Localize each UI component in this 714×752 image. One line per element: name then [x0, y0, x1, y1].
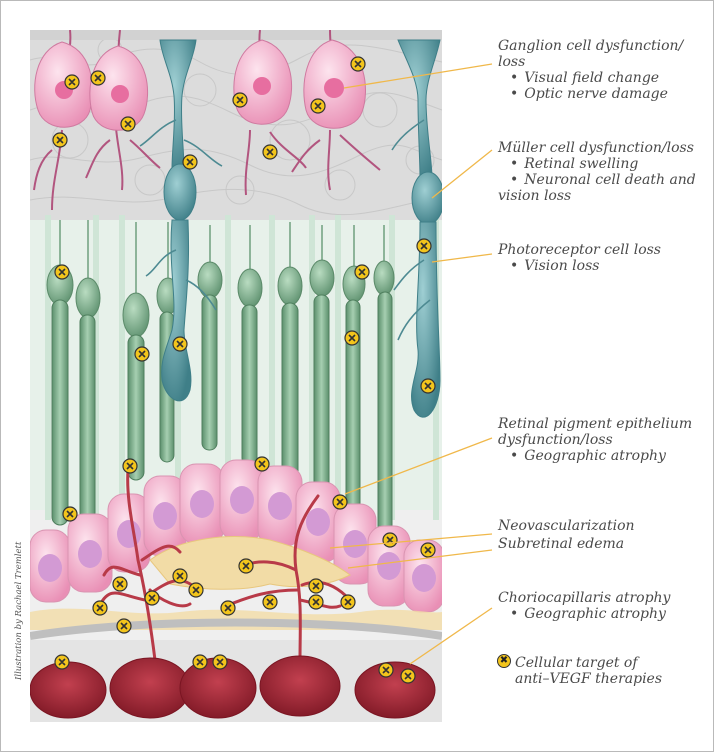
label-muller-bullet-2: Neuronal cell death and	[498, 172, 696, 188]
legend: Cellular target of anti–VEGF therapies	[515, 655, 662, 687]
label-rpe: Retinal pigment epithelium dysfunction/l…	[498, 416, 692, 464]
label-photoreceptor-bullet-1: Vision loss	[498, 258, 661, 274]
label-neovascularization: Neovascularization	[498, 518, 635, 534]
ganglion-cells	[33, 30, 381, 211]
label-rpe-title: Retinal pigment epithelium	[498, 416, 693, 432]
label-muller-tail: vision loss	[498, 188, 572, 204]
callout-ganglion	[343, 63, 493, 89]
choriocapillaris-vessels	[30, 655, 436, 719]
inner-retina-band	[30, 30, 442, 220]
callout-lines	[329, 63, 493, 665]
label-muller-bullet-1: Retinal swelling	[498, 156, 696, 172]
callout-neovascularization	[329, 533, 493, 549]
label-ganglion-bullet-2: Optic nerve damage	[498, 86, 683, 102]
label-neovascularization-title: Neovascularization	[498, 518, 635, 534]
rpe-nuclei	[38, 486, 436, 592]
label-choriocapillaris: Choriocapillaris atrophy Geographic atro…	[498, 590, 670, 622]
target-marker-crosses	[56, 60, 432, 680]
callout-choriocapillaris	[409, 607, 493, 665]
label-ganglion-title-2: loss	[498, 54, 526, 70]
label-muller: Müller cell dysfunction/loss Retinal swe…	[498, 140, 696, 204]
callout-muller	[431, 149, 493, 199]
legend-line-1: Cellular target of	[515, 655, 638, 671]
legend-line-2: anti–VEGF therapies	[515, 671, 663, 687]
callout-photoreceptor	[431, 253, 493, 263]
label-ganglion-bullet-1: Visual field change	[498, 70, 683, 86]
ganglion-nuclei	[55, 77, 344, 103]
label-muller-title: Müller cell dysfunction/loss	[498, 140, 694, 156]
callout-rpe	[344, 437, 493, 495]
label-photoreceptor-title: Photoreceptor cell loss	[498, 242, 661, 258]
label-ganglion-title: Ganglion cell dysfunction/	[498, 38, 684, 54]
label-rpe-bullet-1: Geographic atrophy	[498, 448, 692, 464]
label-ganglion: Ganglion cell dysfunction/ loss Visual f…	[498, 38, 683, 102]
label-choriocapillaris-title: Choriocapillaris atrophy	[498, 590, 671, 606]
label-photoreceptor: Photoreceptor cell loss Vision loss	[498, 242, 661, 274]
illustration-credit: Illustration by Rachael Tremlett	[14, 541, 24, 680]
label-choriocapillaris-bullet-1: Geographic atrophy	[498, 606, 670, 622]
bruchs-membrane	[30, 618, 442, 640]
callout-edema	[347, 549, 493, 569]
label-rpe-title-2: dysfunction/loss	[498, 432, 613, 448]
label-edema-title: Subretinal edema	[498, 536, 625, 552]
target-markers	[52, 56, 436, 684]
legend-target-marker-icon: ✖	[497, 654, 511, 668]
label-edema: Subretinal edema	[498, 536, 624, 552]
